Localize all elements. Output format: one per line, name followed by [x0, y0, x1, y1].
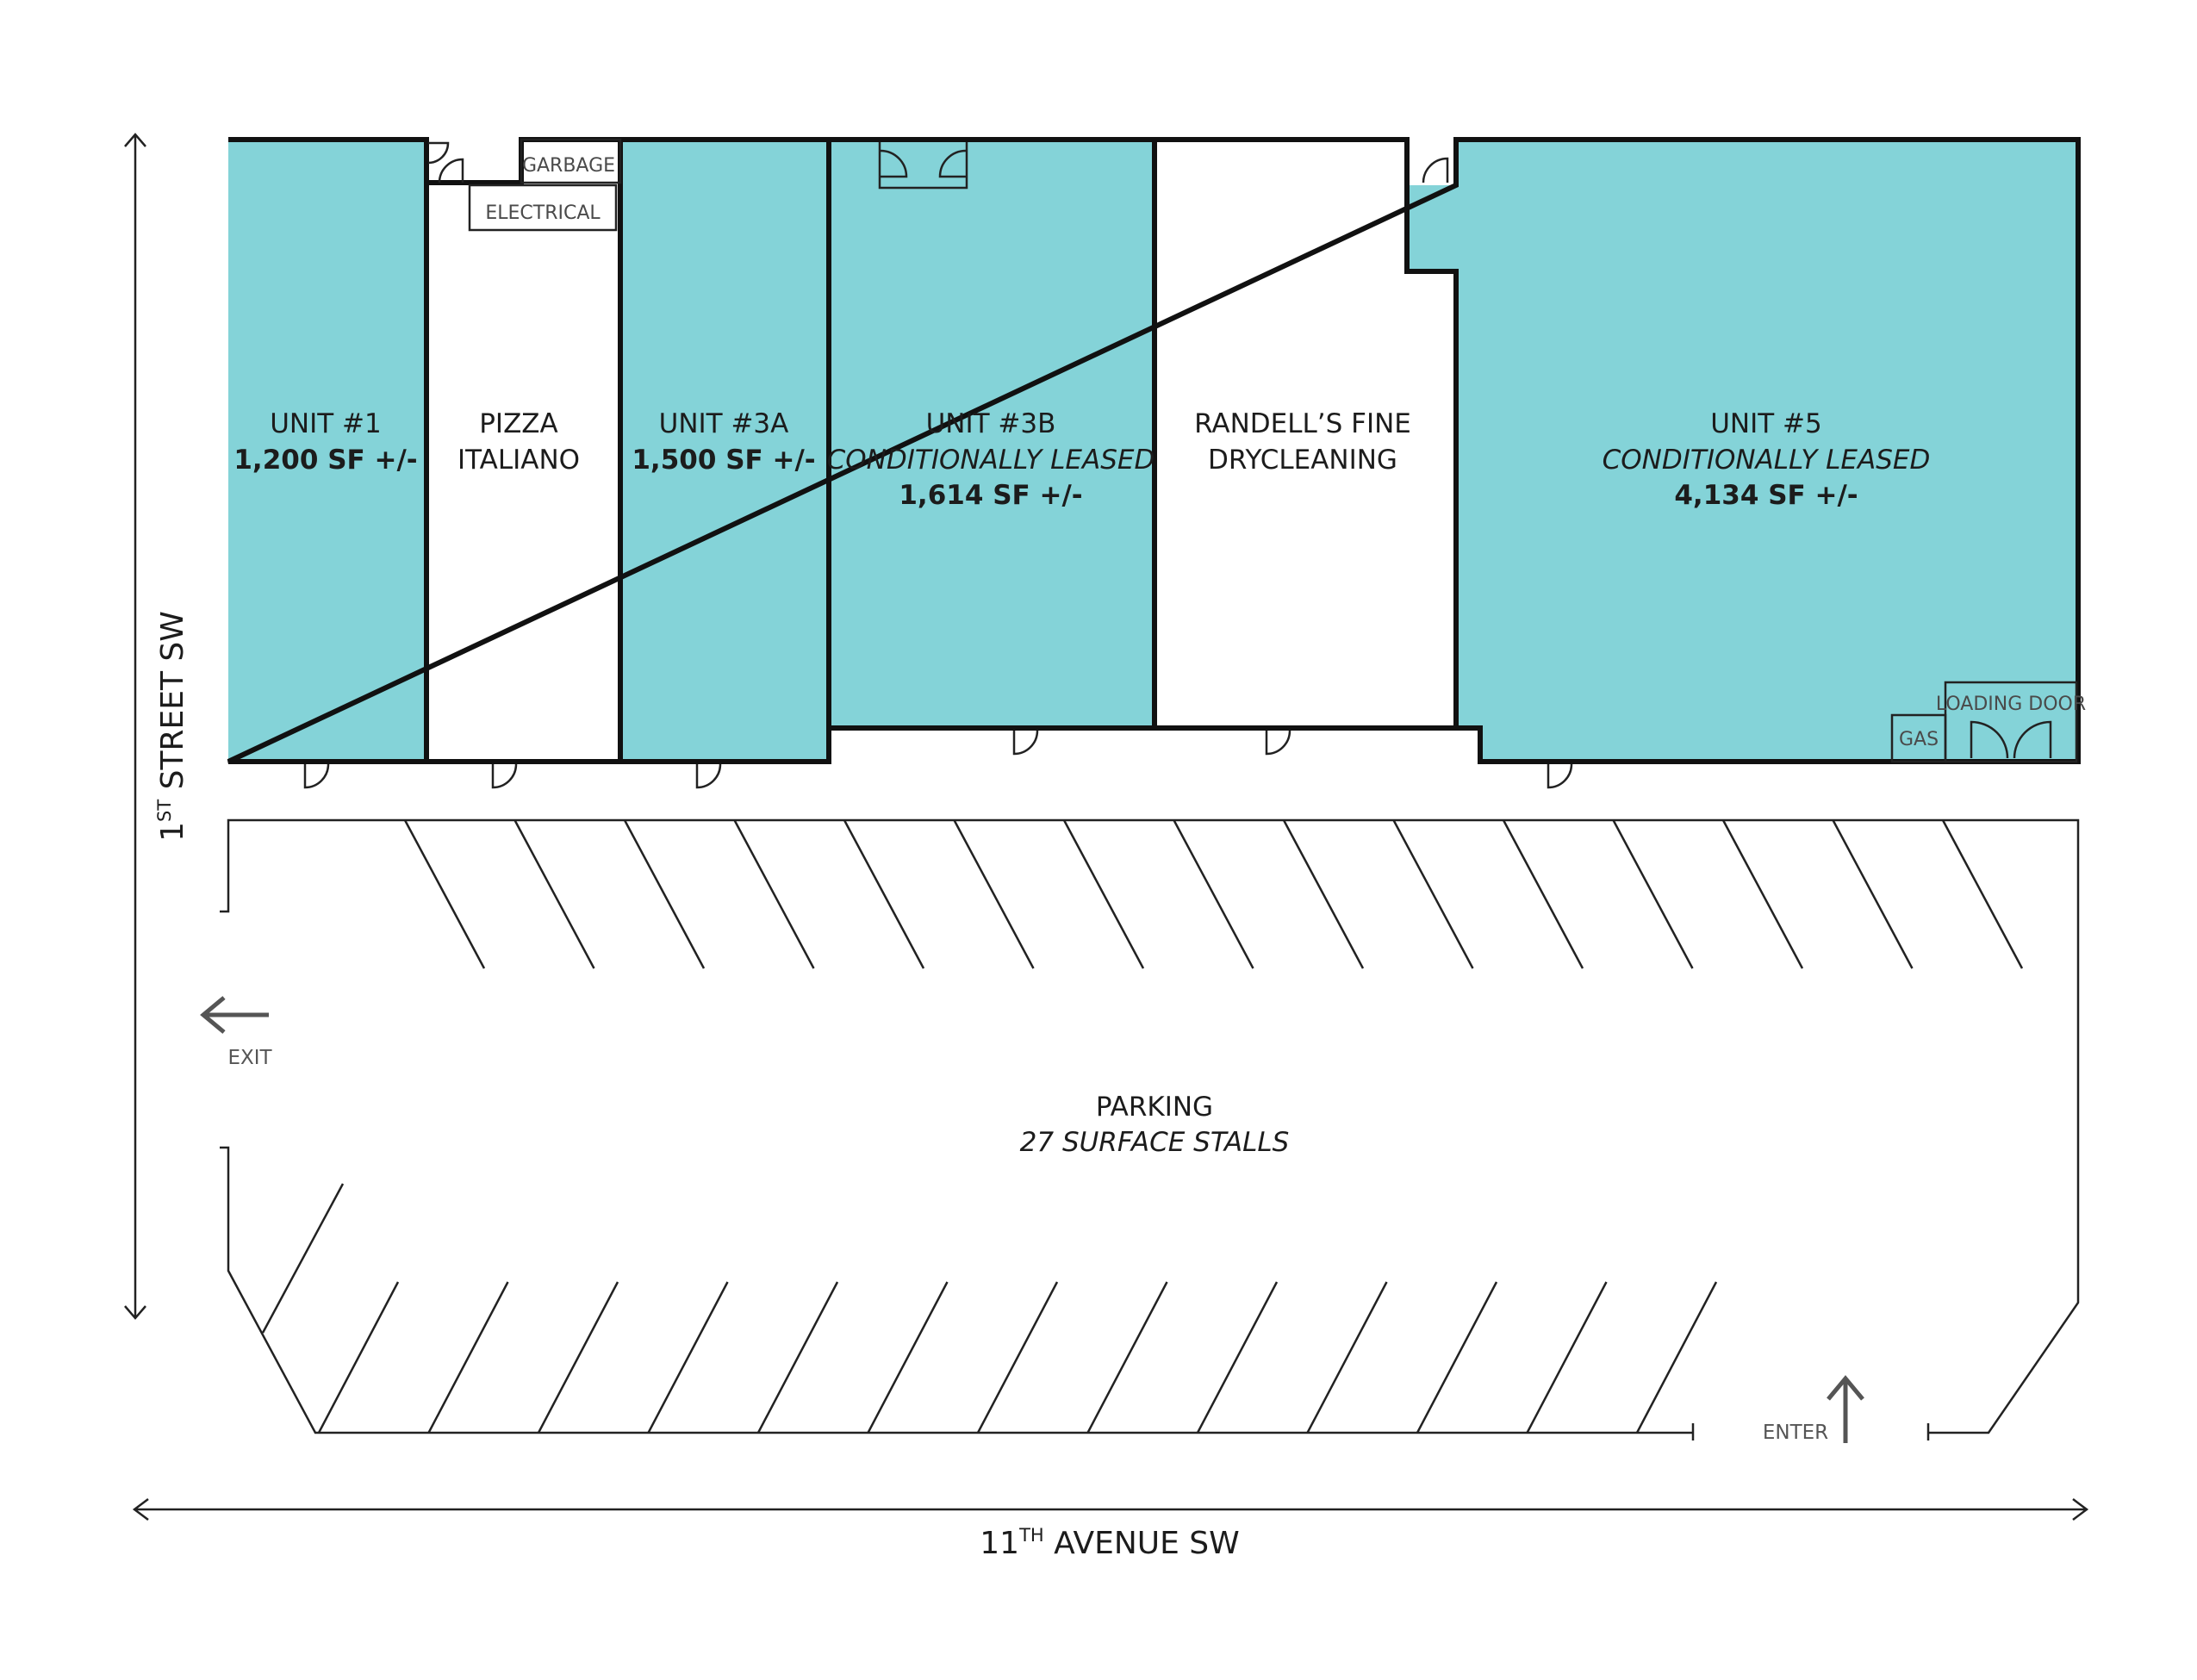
- door-icon[interactable]: [1012, 730, 1039, 756]
- door-icon[interactable]: [438, 158, 464, 184]
- door-icon[interactable]: [938, 149, 967, 178]
- parking-stall-line: [1526, 1281, 1608, 1434]
- parking-stall-line: [647, 1281, 729, 1434]
- parking-stall-line: [756, 1281, 839, 1434]
- parking-stalls-label: 27 SURFACE STALLS: [1020, 1127, 1290, 1158]
- unit-3b-status: CONDITIONALLY LEASED: [827, 445, 1155, 476]
- parking-stall-line: [1832, 819, 1914, 969]
- parking-stall-line: [1392, 819, 1474, 969]
- garbage-label: GARBAGE: [522, 155, 615, 177]
- loading-door-room: [1944, 681, 2078, 763]
- gas-label: GAS: [1899, 729, 1939, 750]
- door-icon[interactable]: [1265, 730, 1291, 756]
- unit-3a-area: 1,500 SF +/-: [632, 445, 815, 476]
- parking-stall-line: [1635, 1281, 1718, 1434]
- parking-stall-line: [1086, 1281, 1168, 1434]
- parking-lot-boundary: [220, 818, 2080, 1440]
- parking-stall-line: [1196, 1281, 1279, 1434]
- randells-drycleaning-space: [1155, 140, 1407, 728]
- unit-3a-name: UNIT #3A: [659, 408, 789, 439]
- door-icon[interactable]: [1422, 157, 1449, 184]
- doors: [303, 141, 1573, 789]
- front-street-label: 11TH AVENUE SW: [980, 1525, 1240, 1561]
- front-street-arrow: [132, 1498, 2089, 1521]
- door-icon[interactable]: [1547, 763, 1573, 789]
- randells-name-line1: RANDELL’S FINE: [1194, 408, 1411, 439]
- parking-stall-line: [537, 1281, 619, 1434]
- unit-3a-space[interactable]: [620, 140, 829, 762]
- parking-stall-line: [976, 1281, 1059, 1434]
- parking-stall-line: [1612, 819, 1694, 969]
- pizza-name-line2: ITALIANO: [457, 445, 580, 476]
- parking-stall-line: [1941, 819, 2024, 969]
- parking-stall-line: [427, 1281, 509, 1434]
- parking-stall-line: [843, 819, 925, 969]
- parking-stall-line: [317, 1281, 400, 1434]
- exit-label[interactable]: EXIT: [227, 1047, 272, 1069]
- door-icon[interactable]: [303, 763, 330, 789]
- unit-5-space[interactable]: [1407, 140, 2078, 762]
- side-street-label: 1ST STREET SW: [154, 611, 190, 842]
- garbage-room: [520, 138, 622, 184]
- parking-stalls-top-row: [403, 819, 2024, 969]
- unit-5-status: CONDITIONALLY LEASED: [1603, 445, 1931, 476]
- unit-5-notch-wall: [1404, 185, 1459, 728]
- enter-label[interactable]: ENTER: [1763, 1422, 1828, 1444]
- parking-stall-line: [1282, 819, 1365, 969]
- unit-1-name: UNIT #1: [270, 408, 382, 439]
- parking-stall-line: [867, 1281, 949, 1434]
- unit-3b-space[interactable]: [829, 140, 1155, 728]
- parking-stall-line: [1062, 819, 1145, 969]
- loading-door-label: LOADING DOOR: [1936, 694, 2086, 715]
- parking-stall-line: [1173, 819, 1254, 969]
- unit-3b-area: 1,614 SF +/-: [899, 480, 1082, 511]
- parking-stall-line: [623, 819, 706, 969]
- parking-stall-line: [1502, 819, 1584, 969]
- pizza-italiano-space: [426, 183, 620, 762]
- electrical-label: ELECTRICAL: [485, 202, 601, 224]
- parking-stall-line: [953, 819, 1035, 969]
- pizza-name-line1: PIZZA: [479, 408, 558, 439]
- enter-arrow-icon[interactable]: [1827, 1375, 1864, 1443]
- door-icon[interactable]: [695, 763, 722, 789]
- parking-title: PARKING: [1096, 1092, 1213, 1123]
- unit-5-area: 4,134 SF +/-: [1674, 480, 1858, 511]
- door-icon[interactable]: [427, 141, 450, 165]
- parking-stall-line: [261, 1183, 345, 1334]
- door-icon[interactable]: [878, 142, 968, 190]
- side-street-arrow: [124, 133, 146, 1320]
- parking-stall-line: [733, 819, 815, 969]
- unit-1-space[interactable]: [228, 140, 426, 762]
- parking-stall-line: [403, 819, 486, 969]
- exit-arrow-icon[interactable]: [200, 996, 269, 1034]
- parking-stall-line: [1306, 1281, 1388, 1434]
- door-icon[interactable]: [880, 149, 908, 178]
- parking-stall-line: [1416, 1281, 1498, 1434]
- unit-1-area: 1,200 SF +/-: [233, 445, 417, 476]
- door-icon[interactable]: [491, 763, 518, 789]
- parking-stall-line: [1721, 819, 1804, 969]
- parking-stall-line: [513, 819, 595, 969]
- unit-3b-name: UNIT #3B: [926, 408, 1056, 439]
- electrical-room: [468, 184, 618, 232]
- loading-door-swing: [1970, 720, 2052, 759]
- unit-5-name: UNIT #5: [1710, 408, 1822, 439]
- parking-stalls-bottom-row: [261, 1183, 1718, 1434]
- randells-name-line2: DRYCLEANING: [1208, 445, 1397, 476]
